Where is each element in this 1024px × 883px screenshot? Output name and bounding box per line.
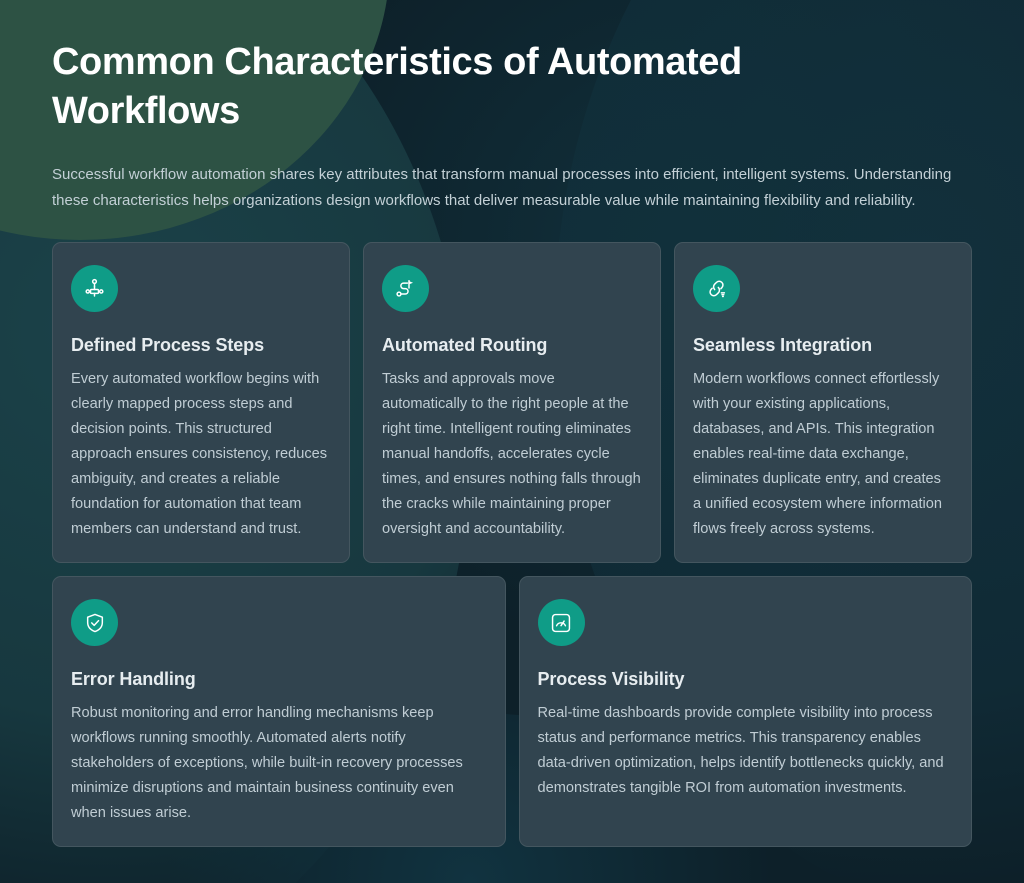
route-flag-icon xyxy=(382,265,429,312)
link-chain-icon xyxy=(693,265,740,312)
gauge-dashboard-icon xyxy=(537,599,585,646)
characteristics-grid-row-2: Error Handling Robust monitoring and err… xyxy=(52,576,972,847)
card-body: Real-time dashboards provide complete vi… xyxy=(537,705,944,796)
characteristic-card-process-visibility[interactable]: Process Visibility Real-time dashboards … xyxy=(518,576,972,847)
card-body: Modern workflows connect effortlessly wi… xyxy=(693,371,943,537)
card-body: Robust monitoring and error handling mec… xyxy=(71,705,463,821)
card-title: Process Visibility xyxy=(537,669,685,689)
card-title: Error Handling xyxy=(71,669,196,689)
characteristic-card-defined-process-steps[interactable]: Defined Process Steps Every automated wo… xyxy=(52,242,350,563)
page-subtitle: Successful workflow automation shares ke… xyxy=(52,166,952,209)
shield-check-icon xyxy=(71,599,118,646)
card-title: Automated Routing xyxy=(382,335,548,355)
characteristics-grid-row-1: Defined Process Steps Every automated wo… xyxy=(52,242,972,563)
characteristic-card-seamless-integration[interactable]: Seamless Integration Modern workflows co… xyxy=(674,242,972,563)
card-title: Defined Process Steps xyxy=(71,335,264,355)
card-body: Tasks and approvals move automatically t… xyxy=(382,371,641,537)
hierarchy-icon xyxy=(71,265,118,312)
card-body: Every automated workflow begins with cle… xyxy=(71,371,328,537)
page-container: Common Characteristics of Automated Work… xyxy=(52,41,972,847)
characteristic-card-error-handling[interactable]: Error Handling Robust monitoring and err… xyxy=(52,576,506,847)
card-title: Seamless Integration xyxy=(693,335,873,355)
page-title: Common Characteristics of Automated Work… xyxy=(52,41,742,132)
characteristic-card-automated-routing[interactable]: Automated Routing Tasks and approvals mo… xyxy=(363,242,661,563)
